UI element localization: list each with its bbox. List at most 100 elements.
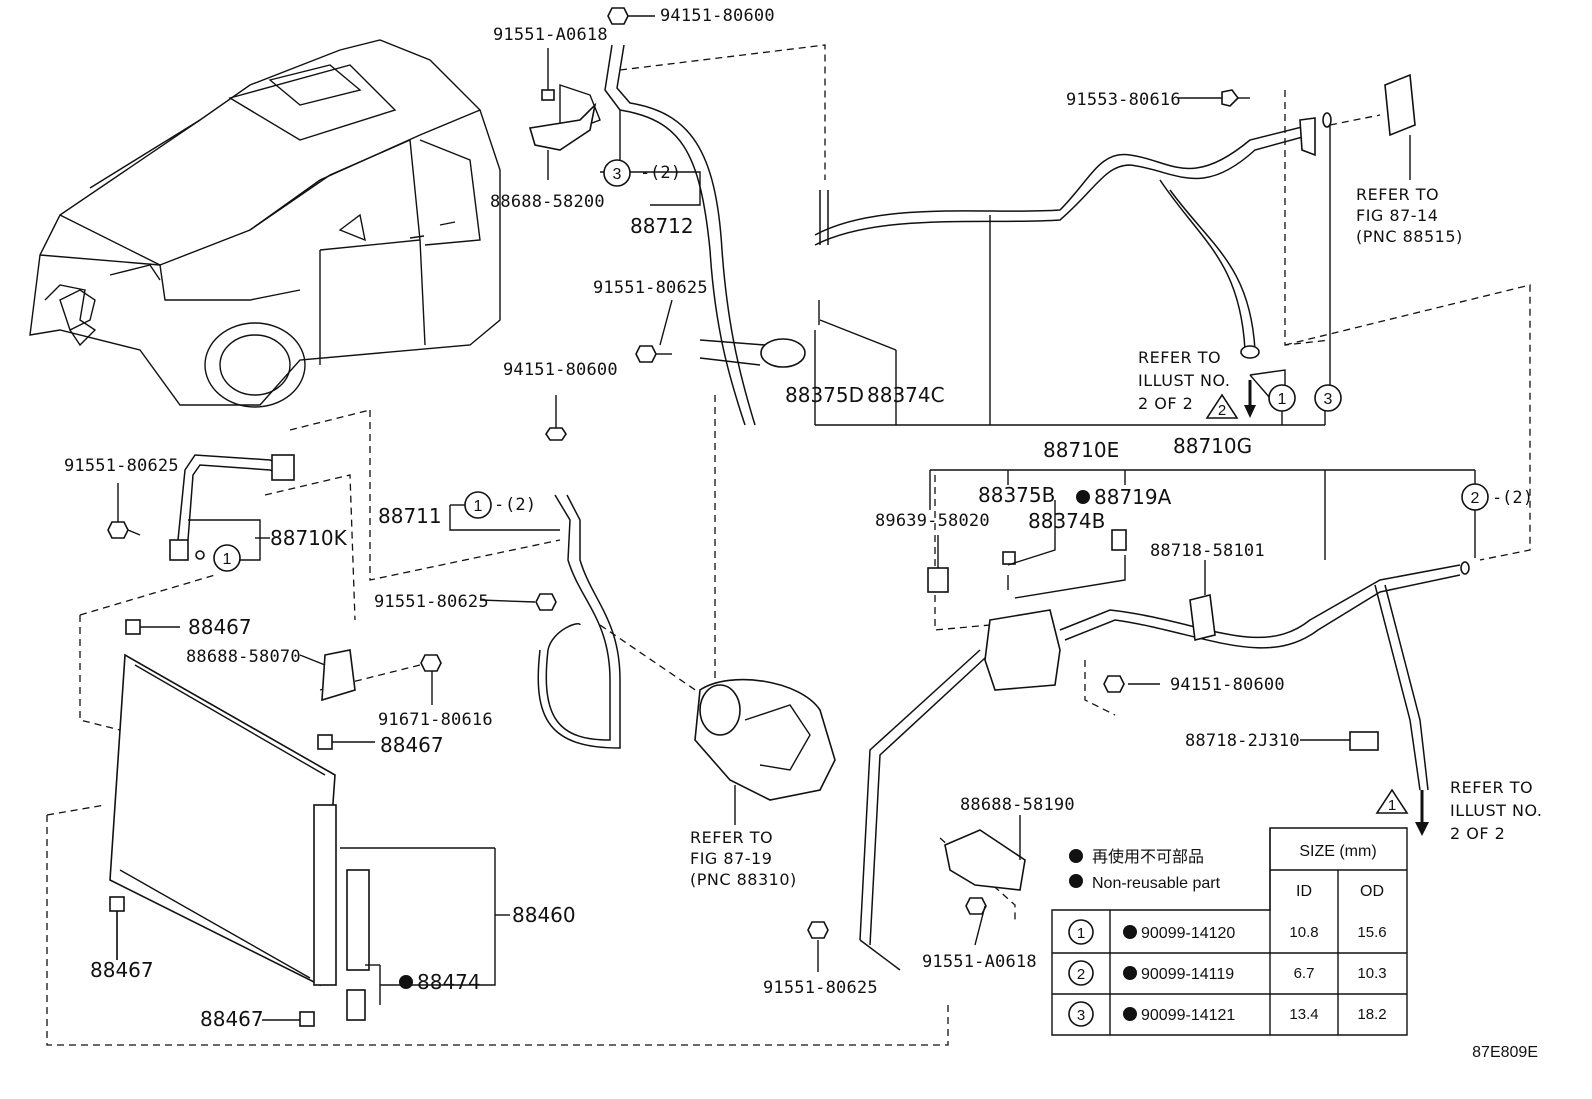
label-circle2-qty: - — [1492, 488, 1502, 508]
bolt-91551-80625-center — [535, 593, 557, 611]
table-row-num: 1 — [1077, 925, 1085, 942]
bracket-88688-58200 — [528, 102, 597, 180]
refer-illust-top: REFER TO ILLUST NO. 2 OF 2 — [1138, 348, 1230, 413]
label-88719A: 88719A — [1094, 485, 1172, 509]
label-88688-58200: 88688-58200 — [490, 192, 605, 212]
label-88375B: 88375B — [978, 483, 1055, 507]
refer-illust-right: REFER TO ILLUST NO. 2 OF 2 — [1450, 778, 1542, 843]
table-row: 3 90099-14121 13.4 18.2 — [1068, 1001, 1387, 1027]
circle-3-top-right-num: 3 — [1324, 391, 1333, 408]
bolt-91551-A0618-top — [541, 48, 555, 101]
label-91551-A0618-bottom: 91551-A0618 — [922, 952, 1037, 972]
label-88711: 88711 — [378, 504, 442, 528]
circle-1-top-right-num: 1 — [1278, 391, 1287, 408]
refer-illust-top-line1: REFER TO — [1138, 348, 1221, 367]
label-88718-58101: 88718-58101 — [1150, 541, 1265, 561]
bolt-91551-80625-left — [107, 483, 141, 539]
expansion-valve — [1384, 73, 1416, 180]
refer-illust-top-line3: 2 OF 2 — [1138, 394, 1193, 413]
table-row-part: 90099-14121 — [1141, 1007, 1235, 1024]
table-row-num: 3 — [1077, 1007, 1085, 1024]
refer-fig-87-19-line3: (PNC 88310) — [690, 870, 797, 889]
table-header-size: SIZE (mm) — [1299, 843, 1376, 860]
table-row-od: 10.3 — [1357, 965, 1386, 982]
label-88474: 88474 — [417, 970, 481, 994]
label-88460: 88460 — [512, 903, 576, 927]
non-reusable-dot-icon — [1123, 1007, 1137, 1021]
nut-94151-80600-top — [607, 7, 655, 25]
bolt-91551-80625-mid — [635, 345, 672, 363]
table-header-id: ID — [1296, 883, 1312, 900]
table-row-num: 2 — [1077, 966, 1085, 983]
label-88374B: 88374B — [1028, 509, 1105, 533]
refer-fig-87-19-line1: REFER TO — [690, 828, 773, 847]
label-88688-58190: 88688-58190 — [960, 795, 1075, 815]
bracket-88688-58070 — [321, 649, 356, 702]
label-88710K: 88710K — [270, 526, 348, 550]
refer-fig-87-14-line3: (PNC 88515) — [1356, 227, 1463, 246]
label-88375D: 88375D — [785, 383, 864, 407]
circle-2-right: 2 — [1461, 483, 1489, 511]
sensor-89639-58020 — [927, 535, 949, 593]
size-table: SIZE (mm) ID OD 1 90099-14120 10.8 15.6 … — [1051, 827, 1408, 1036]
refer-illust-right-line1: REFER TO — [1450, 778, 1533, 797]
sensor-88718-58101 — [1189, 594, 1216, 641]
label-circle3-qty: - — [640, 163, 650, 183]
bracket-88688-58190 — [944, 829, 1026, 891]
refer-fig-87-14-line1: REFER TO — [1356, 185, 1439, 204]
table-row-od: 18.2 — [1357, 1006, 1386, 1023]
table-row: 2 90099-14119 6.7 10.3 — [1068, 960, 1387, 986]
refer-fig-87-19-line2: FIG 87-19 — [690, 849, 772, 868]
non-reusable-dot-icon — [1069, 849, 1083, 863]
table-row-od: 15.6 — [1357, 924, 1386, 941]
legend-japanese: 再使用不可部品 — [1092, 848, 1204, 866]
compressor — [694, 678, 836, 825]
pipe-88710K — [169, 454, 295, 561]
bolt-91553-80616 — [1221, 89, 1250, 107]
circle-1-88710K: 1 — [213, 544, 241, 572]
block-88710G — [984, 609, 1061, 691]
label-88374C: 88374C — [867, 383, 945, 407]
label-88688-58070: 88688-58070 — [186, 647, 301, 667]
bolt-91551-A0618-bottom — [965, 897, 987, 915]
circle-3-top: 3 — [603, 159, 631, 187]
label-91671-80616: 91671-80616 — [378, 710, 493, 730]
table-row-id: 6.7 — [1294, 965, 1315, 982]
circle-1-top-right: 1 — [1268, 384, 1296, 412]
legend-english: Non-reusable part — [1092, 875, 1221, 892]
warning-top-num: 2 — [1218, 402, 1226, 419]
bolt-91551-80625-bottom — [807, 921, 829, 972]
label-94151-80600-mid: 94151-80600 — [503, 360, 618, 380]
label-88710G: 88710G — [1173, 434, 1252, 458]
circle-3-top-num: 3 — [613, 166, 622, 183]
table-row: 1 90099-14120 10.8 15.6 — [1068, 919, 1387, 945]
diagram-code: 87E809E — [1472, 1044, 1538, 1061]
circle-1-88711-num: 1 — [474, 498, 483, 515]
non-reusable-dot-icon — [1076, 490, 1090, 504]
leader-lines — [116, 97, 1476, 1021]
nut-94151-80600-right — [1103, 675, 1125, 693]
label-circle2-count: (2) — [1502, 488, 1533, 508]
label-88718-2J310: 88718-2J310 — [1185, 731, 1300, 751]
refer-illust-right-line3: 2 OF 2 — [1450, 824, 1505, 843]
hose-88711 — [537, 494, 621, 749]
non-reusable-dot-icon — [1123, 925, 1137, 939]
label-91553-80616: 91553-80616 — [1066, 90, 1181, 110]
label-88467-c: 88467 — [90, 958, 154, 982]
condenser-88460 — [109, 653, 370, 1021]
label-circle1-count: (2) — [505, 495, 536, 515]
label-91551-80625-mid: 91551-80625 — [593, 278, 708, 298]
label-88712: 88712 — [630, 214, 694, 238]
circle-2-right-num: 2 — [1471, 490, 1480, 507]
sensor-88718-2J310 — [1349, 731, 1379, 751]
table-row-part: 90099-14119 — [1141, 966, 1234, 983]
refer-fig-87-14: REFER TO FIG 87-14 (PNC 88515) — [1356, 185, 1463, 246]
pipe-top-right — [814, 112, 1332, 359]
non-reusable-dot-icon — [399, 975, 413, 989]
circle-1-88711: 1 — [464, 491, 492, 519]
refer-fig-87-14-line2: FIG 87-14 — [1356, 206, 1438, 225]
table-row-part: 90099-14120 — [1141, 925, 1235, 942]
label-circle3-count: (2) — [650, 163, 681, 183]
non-reusable-dot-icon — [1123, 966, 1137, 980]
